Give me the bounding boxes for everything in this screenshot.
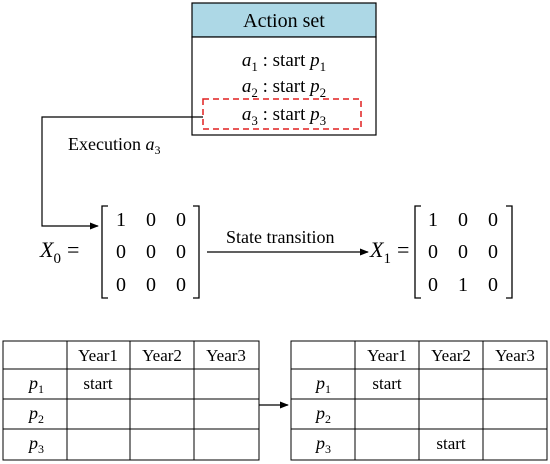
x0-cell: 0: [116, 241, 126, 263]
x0-cell: 0: [176, 274, 186, 296]
table-row-label: p2: [314, 403, 331, 426]
x0-right-bracket: [193, 205, 200, 299]
x1-cell: 0: [488, 209, 498, 231]
table-header-cell: Year1: [367, 346, 407, 365]
x1-cell: 0: [458, 209, 468, 231]
schedule-table-after-text: Year1 Year2 Year3 p1 p2 p3 start start: [314, 346, 535, 456]
x0-cell: 0: [146, 241, 156, 263]
x0-cell: 0: [176, 209, 186, 231]
x0-cell: 0: [146, 274, 156, 296]
x1-cell: 0: [458, 241, 468, 263]
state-matrix-x0: X0= 1 0 0 0 0 0 0 0 0: [39, 205, 200, 299]
action-set-body: [191, 36, 377, 136]
table-row-label: p1: [27, 373, 44, 396]
action-item-1: a1 : start p1: [242, 50, 326, 74]
table-row-label: p3: [314, 433, 331, 456]
table-row-label: p2: [27, 403, 44, 426]
execution-arrow: [41, 116, 203, 230]
x1-cell: 0: [428, 241, 438, 263]
state-x1-label: X1=: [369, 237, 409, 267]
state-x0-label: X0=: [39, 237, 79, 267]
state-transition-label: State transition: [226, 227, 334, 247]
x1-cell: 0: [488, 274, 498, 296]
x1-cell: 1: [458, 274, 468, 296]
schedule-table-after: [290, 340, 548, 461]
x1-cell: 0: [428, 274, 438, 296]
table-header-cell: Year3: [206, 346, 246, 365]
state-matrix-x1: X1= 1 0 0 0 0 0 0 1 0: [369, 205, 513, 299]
execution-label: Execution a3: [68, 134, 160, 157]
table-header-cell: Year2: [142, 346, 182, 365]
x1-cell: 1: [428, 209, 438, 231]
table-header-cell: Year3: [495, 346, 535, 365]
table-header-cell: Year1: [78, 346, 118, 365]
x0-cell: 0: [146, 209, 156, 231]
x0-cell: 0: [116, 274, 126, 296]
selected-action-highlight: [202, 98, 362, 130]
x0-cell: 1: [116, 209, 126, 231]
table-cell: start: [83, 374, 113, 393]
x1-right-bracket: [506, 205, 513, 299]
action-set-box: Action set a1 : start p1 a2 : start p2 a…: [191, 2, 377, 136]
table-cell: start: [436, 434, 466, 453]
action-set-header: [191, 2, 377, 38]
x0-left-bracket: [101, 205, 108, 299]
x0-cell: 0: [176, 241, 186, 263]
action-item-2: a2 : start p2: [242, 76, 326, 100]
table-header-cell: Year2: [431, 346, 471, 365]
table-row-label: p1: [314, 373, 331, 396]
schedule-table-before: [2, 340, 260, 461]
table-cell: start: [372, 374, 402, 393]
x1-left-bracket: [414, 205, 421, 299]
x1-cell: 0: [488, 241, 498, 263]
table-row-label: p3: [27, 433, 44, 456]
action-set-title: Action set: [243, 10, 325, 32]
action-item-3: a3 : start p3: [242, 104, 326, 128]
schedule-table-before-text: Year1 Year2 Year3 p1 p2 p3 start: [27, 346, 246, 456]
